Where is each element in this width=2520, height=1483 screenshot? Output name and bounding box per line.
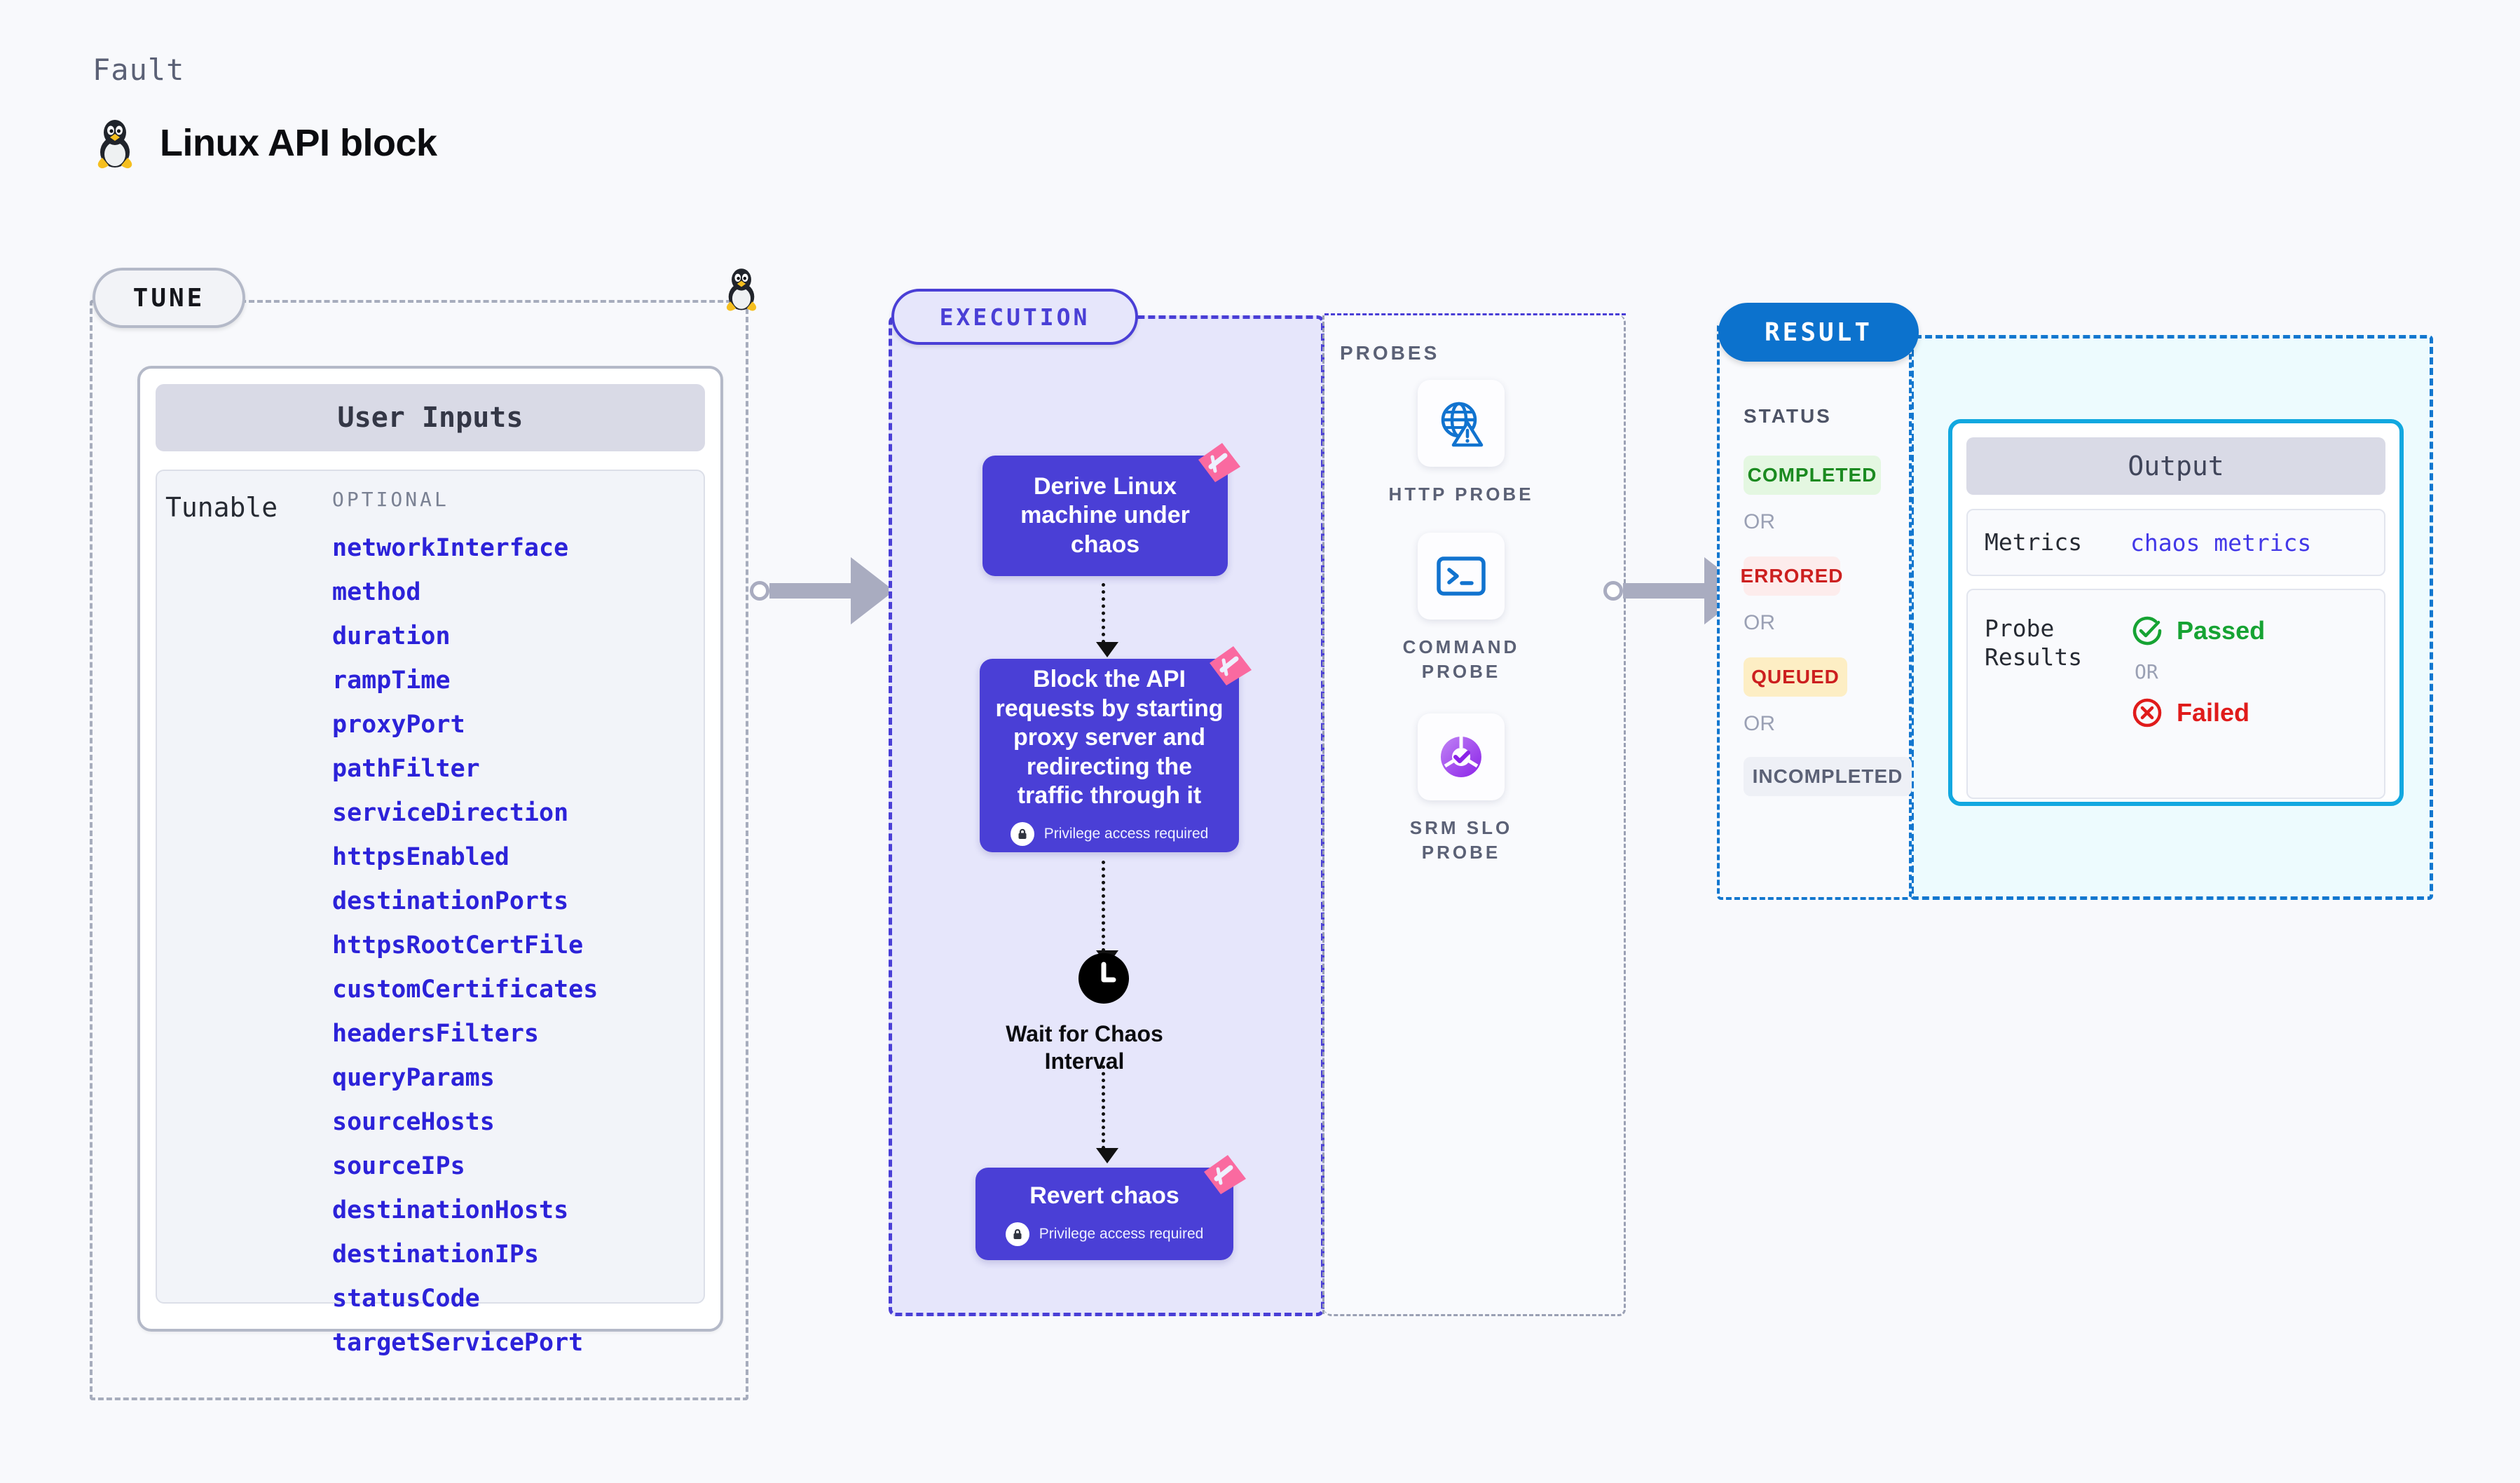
- page-title-row: Linux API block: [93, 116, 437, 170]
- probe-slo[interactable]: SRM SLO PROBE: [1377, 713, 1545, 865]
- execution-pill[interactable]: EXECUTION: [891, 289, 1138, 345]
- privilege-note: Privilege access required: [1005, 1222, 1204, 1246]
- privilege-text: Privilege access required: [1043, 825, 1209, 842]
- optional-group: OPTIONAL networkInterface method duratio…: [332, 488, 697, 1355]
- tunable-input[interactable]: destinationPorts: [332, 887, 569, 915]
- node-title: Block the API requests by starting proxy…: [995, 666, 1224, 809]
- status-badge-incompleted: INCOMPLETED: [1744, 757, 1912, 796]
- status-badge-completed: COMPLETED: [1744, 456, 1881, 495]
- execution-node-revert[interactable]: Revert chaos Privilege access required: [975, 1155, 1246, 1260]
- probe-command[interactable]: COMMAND PROBE: [1377, 533, 1545, 684]
- linux-penguin-icon: [93, 116, 137, 170]
- flow-arrow: [1096, 861, 1118, 966]
- globe-warning-icon: [1441, 402, 1484, 447]
- page-eyebrow: Fault: [93, 53, 185, 87]
- probe-label: HTTP PROBE: [1388, 484, 1534, 505]
- connector-line: [769, 583, 852, 599]
- status-title: STATUS: [1744, 405, 1832, 427]
- execution-node-block[interactable]: Block the API requests by starting proxy…: [980, 646, 1252, 852]
- status-badge-errored: ERRORED: [1741, 556, 1843, 596]
- output-header: Output: [1966, 437, 2385, 495]
- tunable-input[interactable]: proxyPort: [332, 711, 465, 739]
- flow-arrow: [1096, 1065, 1118, 1163]
- tunable-input[interactable]: serviceDirection: [332, 799, 569, 827]
- privilege-note: Privilege access required: [1010, 821, 1209, 846]
- probe-results-row: Probe Results Passed OR Failed: [1966, 589, 2385, 799]
- tunable-input[interactable]: statusCode: [332, 1285, 480, 1313]
- node-title: Revert chaos: [1029, 1182, 1179, 1210]
- linux-penguin-icon: [722, 265, 761, 316]
- status-zone: [1717, 322, 1912, 900]
- probe-tile: [1418, 380, 1505, 467]
- tunable-input[interactable]: headersFilters: [332, 1020, 540, 1048]
- clock-icon: [1078, 953, 1129, 1004]
- metrics-value[interactable]: chaos metrics: [2130, 528, 2312, 556]
- probes-zone: [1322, 313, 1626, 1316]
- verdict-failed: Failed: [2130, 696, 2384, 730]
- user-inputs-header: User Inputs: [156, 384, 705, 451]
- tunable-label: Tunable: [165, 492, 278, 523]
- execution-node-derive[interactable]: Derive Linux machine under chaos: [982, 443, 1240, 576]
- tunable-input[interactable]: httpsEnabled: [332, 843, 509, 871]
- page-title: Linux API block: [160, 122, 437, 164]
- optional-label: OPTIONAL: [332, 488, 449, 511]
- execution-node-wait: Wait for Chaos Interval: [1006, 952, 1163, 1075]
- tunable-input[interactable]: targetServicePort: [332, 1329, 584, 1357]
- probe-label: COMMAND PROBE: [1402, 636, 1520, 683]
- flow-arrow: [1096, 583, 1118, 657]
- failed-label: Failed: [2177, 698, 2250, 727]
- status-badge-queued: QUEUED: [1744, 657, 1847, 697]
- tunable-input[interactable]: destinationHosts: [332, 1196, 569, 1224]
- verdict-passed: Passed: [2130, 614, 2384, 648]
- tunable-input[interactable]: pathFilter: [332, 755, 480, 783]
- chaos-flag-icon: [1198, 443, 1240, 482]
- probe-results-key: Probe Results: [1985, 615, 2083, 671]
- probe-label: SRM SLO PROBE: [1409, 817, 1513, 863]
- chaos-flag-icon: [1210, 646, 1252, 685]
- node-title: Wait for Chaos Interval: [1006, 1021, 1163, 1074]
- tunable-input[interactable]: httpsRootCertFile: [332, 931, 584, 959]
- probes-title: PROBES: [1340, 342, 1440, 364]
- or-label: OR: [1744, 611, 1775, 634]
- connector-start-dot: [1603, 581, 1623, 601]
- probe-tile: [1418, 713, 1505, 800]
- tunable-section: Tunable OPTIONAL networkInterface method…: [156, 470, 705, 1355]
- node-title: Derive Linux machine under chaos: [1020, 472, 1190, 558]
- output-card: Output Metrics chaos metrics Probe Resul…: [1948, 419, 2404, 806]
- passed-label: Passed: [2177, 616, 2266, 645]
- terminal-icon: [1437, 556, 1486, 596]
- probe-tile: [1418, 533, 1505, 620]
- tunable-input[interactable]: rampTime: [332, 667, 451, 695]
- tunable-input[interactable]: destinationIPs: [332, 1241, 540, 1269]
- lock-icon: [1005, 1222, 1029, 1246]
- probe-http[interactable]: HTTP PROBE: [1377, 380, 1545, 507]
- or-label: OR: [2135, 660, 2158, 683]
- tunable-input[interactable]: customCertificates: [332, 976, 598, 1004]
- tunable-input[interactable]: sourceHosts: [332, 1108, 495, 1136]
- connector-arrowhead: [851, 557, 894, 624]
- x-circle-icon: [2132, 698, 2162, 727]
- or-label: OR: [1744, 510, 1775, 533]
- metrics-row: Metrics chaos metrics: [1966, 509, 2385, 576]
- user-inputs-card: User Inputs Tunable OPTIONAL networkInte…: [137, 366, 723, 1355]
- tunable-input[interactable]: method: [332, 578, 421, 606]
- tune-pill[interactable]: TUNE: [93, 268, 245, 328]
- lock-icon: [1010, 821, 1034, 846]
- tunable-input[interactable]: duration: [332, 622, 451, 650]
- connector-tune-to-execution: [750, 557, 908, 624]
- result-pill[interactable]: RESULT: [1718, 303, 1919, 362]
- privilege-text: Privilege access required: [1039, 1225, 1204, 1242]
- tunable-input[interactable]: networkInterface: [332, 534, 569, 562]
- connector-line: [1623, 583, 1706, 599]
- chaos-flag-icon: [1204, 1155, 1246, 1194]
- check-circle-icon: [2132, 616, 2162, 645]
- or-label: OR: [1744, 712, 1775, 735]
- tune-zone: [90, 300, 748, 1400]
- tunable-input[interactable]: queryParams: [332, 1064, 495, 1092]
- tunable-input[interactable]: sourceIPs: [332, 1152, 465, 1180]
- slo-donut-check-icon: [1440, 737, 1481, 777]
- metrics-key: Metrics: [1985, 528, 2083, 556]
- connector-start-dot: [750, 581, 769, 601]
